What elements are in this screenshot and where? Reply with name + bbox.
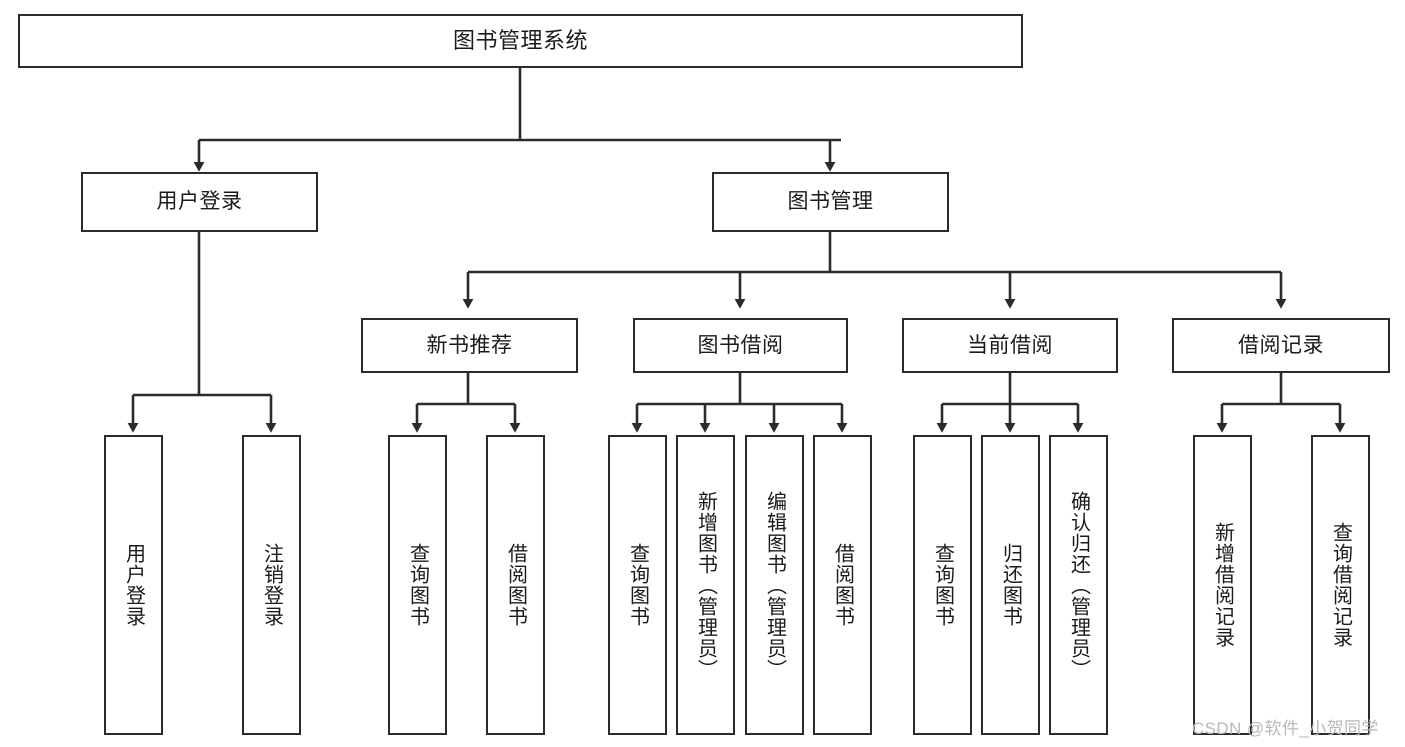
node-leaf-borrow-book-2-label: 借阅图书 bbox=[831, 543, 854, 627]
node-borrow-record-label: 借阅记录 bbox=[1238, 333, 1324, 357]
node-leaf-query-book-3-label: 查询图书 bbox=[931, 543, 954, 627]
node-book-management-label: 图书管理 bbox=[787, 190, 874, 214]
node-leaf-return-book[interactable]: 归还图书 bbox=[981, 435, 1040, 735]
node-leaf-logout-label: 注销登录 bbox=[260, 543, 283, 627]
node-leaf-query-book-3[interactable]: 查询图书 bbox=[913, 435, 972, 735]
node-leaf-return-book-label: 归还图书 bbox=[999, 543, 1022, 627]
node-leaf-add-book[interactable]: 新增图书（管理员） bbox=[676, 435, 735, 735]
csdn-watermark: CSDN @软件_小贺同学 bbox=[1192, 719, 1379, 738]
node-user-login[interactable]: 用户登录 bbox=[81, 172, 318, 232]
node-leaf-query-book-2[interactable]: 查询图书 bbox=[608, 435, 667, 735]
node-leaf-confirm-return-label: 确认归还（管理员） bbox=[1067, 490, 1090, 680]
node-book-borrow-label: 图书借阅 bbox=[697, 333, 784, 357]
node-leaf-query-record[interactable]: 查询借阅记录 bbox=[1311, 435, 1370, 735]
node-new-book-recommend-label: 新书推荐 bbox=[426, 333, 513, 357]
node-leaf-logout[interactable]: 注销登录 bbox=[242, 435, 301, 735]
node-root-label: 图书管理系统 bbox=[452, 27, 588, 53]
node-current-borrow-label: 当前借阅 bbox=[967, 333, 1053, 357]
node-leaf-query-book-2-label: 查询图书 bbox=[626, 543, 649, 627]
node-current-borrow[interactable]: 当前借阅 bbox=[902, 318, 1118, 373]
node-leaf-user-login[interactable]: 用户登录 bbox=[104, 435, 163, 735]
node-borrow-record[interactable]: 借阅记录 bbox=[1172, 318, 1390, 373]
node-leaf-add-book-label: 新增图书（管理员） bbox=[694, 490, 717, 680]
node-leaf-confirm-return[interactable]: 确认归还（管理员） bbox=[1049, 435, 1108, 735]
node-leaf-borrow-book-1[interactable]: 借阅图书 bbox=[486, 435, 545, 735]
node-leaf-query-book-1[interactable]: 查询图书 bbox=[388, 435, 447, 735]
node-book-management[interactable]: 图书管理 bbox=[712, 172, 949, 232]
node-leaf-edit-book-label: 编辑图书（管理员） bbox=[763, 490, 786, 680]
node-book-borrow[interactable]: 图书借阅 bbox=[633, 318, 848, 373]
node-leaf-borrow-book-1-label: 借阅图书 bbox=[504, 543, 527, 627]
node-leaf-borrow-book-2[interactable]: 借阅图书 bbox=[813, 435, 872, 735]
node-leaf-query-record-label: 查询借阅记录 bbox=[1329, 522, 1352, 648]
node-leaf-query-book-1-label: 查询图书 bbox=[406, 543, 429, 627]
node-user-login-label: 用户登录 bbox=[156, 190, 243, 214]
node-leaf-edit-book[interactable]: 编辑图书（管理员） bbox=[745, 435, 804, 735]
node-leaf-add-record-label: 新增借阅记录 bbox=[1211, 522, 1234, 648]
node-leaf-add-record[interactable]: 新增借阅记录 bbox=[1193, 435, 1252, 735]
node-root[interactable]: 图书管理系统 bbox=[18, 14, 1023, 68]
node-new-book-recommend[interactable]: 新书推荐 bbox=[361, 318, 578, 373]
node-leaf-user-login-label: 用户登录 bbox=[122, 543, 145, 627]
